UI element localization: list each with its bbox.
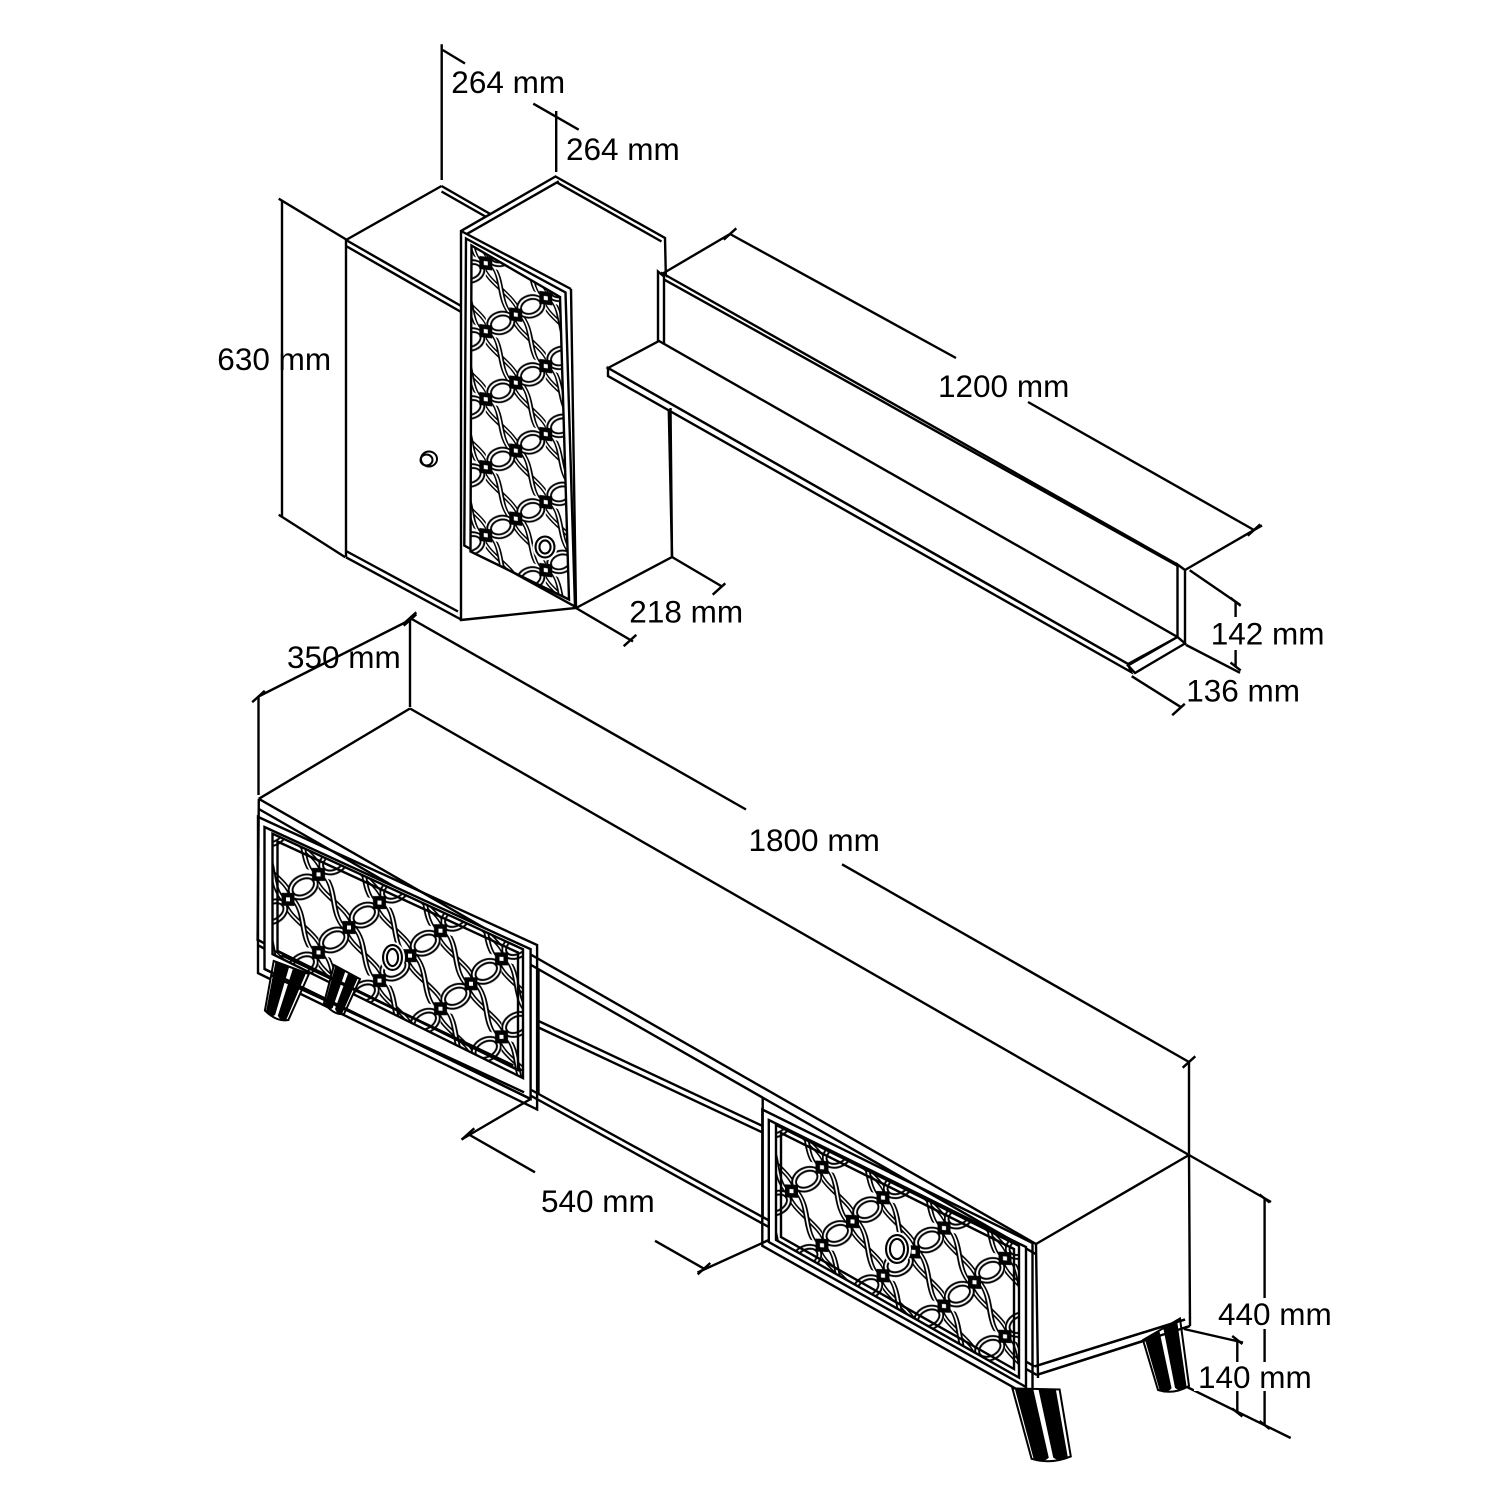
svg-text:440 mm: 440 mm [1218, 1296, 1332, 1332]
svg-text:140 mm: 140 mm [1198, 1359, 1312, 1395]
svg-text:1800 mm: 1800 mm [749, 822, 880, 858]
svg-text:142 mm: 142 mm [1211, 616, 1325, 652]
svg-text:218 mm: 218 mm [629, 594, 743, 630]
svg-text:540 mm: 540 mm [541, 1183, 655, 1219]
svg-text:630 mm: 630 mm [217, 341, 331, 377]
svg-text:1200 mm: 1200 mm [938, 368, 1069, 404]
svg-text:264 mm: 264 mm [451, 64, 565, 100]
svg-text:264 mm: 264 mm [566, 131, 680, 167]
svg-text:136 mm: 136 mm [1186, 673, 1300, 709]
svg-text:350 mm: 350 mm [287, 639, 401, 675]
